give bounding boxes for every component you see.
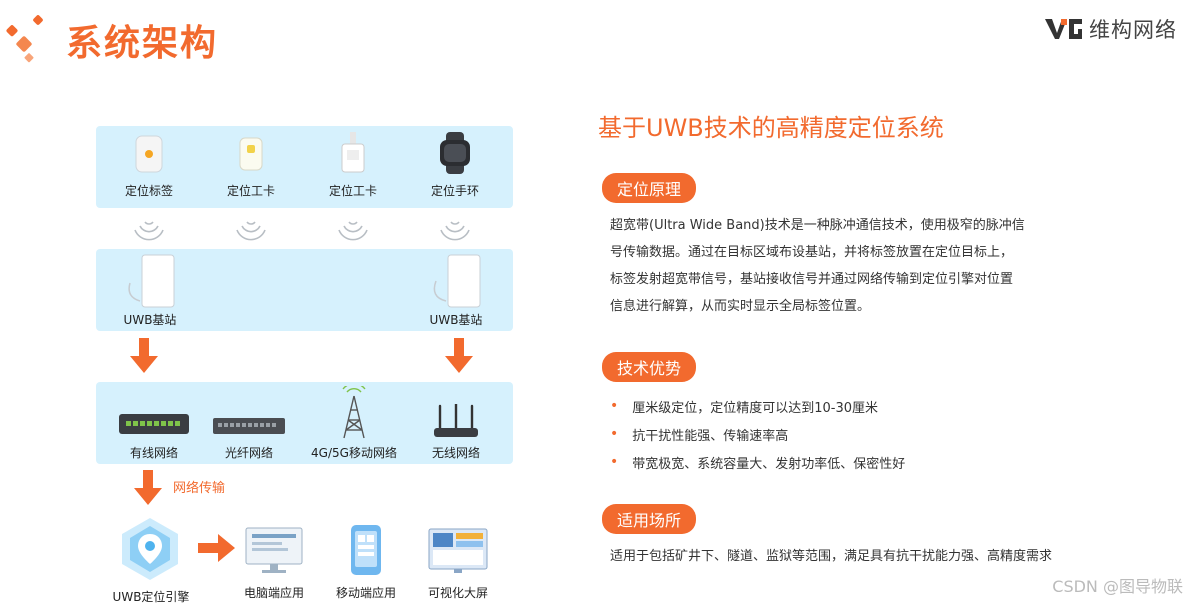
advantage-text: 抗干扰性能强、传输速率高 bbox=[632, 425, 788, 444]
device-label: 定位工卡 bbox=[318, 182, 388, 199]
brand-logo-icon bbox=[1045, 15, 1083, 43]
bullet-icon: • bbox=[610, 398, 618, 414]
section-title-principle: 定位原理 bbox=[602, 173, 696, 203]
network-label: 光纤网络 bbox=[204, 444, 294, 461]
network-panel: 有线网络 光纤网络 4G/5G移动网络 无线网络 bbox=[96, 382, 513, 464]
device-label: 定位标签 bbox=[114, 182, 184, 199]
arrow-down-icon bbox=[129, 338, 159, 374]
device-lanyard-badge: 定位工卡 bbox=[318, 132, 388, 202]
mobile-icon bbox=[350, 524, 382, 576]
advantage-item: • 抗干扰性能强、传输速率高 bbox=[610, 420, 1030, 448]
network-wireless: 无线网络 bbox=[412, 386, 500, 460]
device-badge: 定位工卡 bbox=[216, 132, 286, 202]
section-title-scenarios: 适用场所 bbox=[602, 504, 696, 534]
principle-line: 标签发射超宽带信号，基站接收信号并通过网络传输到定位引擎对位置 bbox=[610, 266, 1110, 293]
network-mobile: 4G/5G移动网络 bbox=[302, 384, 406, 460]
principle-line: 信息进行解算，从而实时显示全局标签位置。 bbox=[610, 293, 1110, 320]
location-engine-icon bbox=[118, 516, 182, 582]
advantage-text: 带宽极宽、系统容量大、发射功率低、保密性好 bbox=[632, 453, 905, 472]
advantage-item: • 带宽极宽、系统容量大、发射功率低、保密性好 bbox=[610, 448, 1030, 476]
app-label: 可视化大屏 bbox=[420, 584, 496, 601]
device-smartwatch: 定位手环 bbox=[420, 132, 490, 202]
arrow-down-icon bbox=[133, 470, 163, 506]
arrow-right-icon bbox=[198, 533, 236, 563]
network-label: 4G/5G移动网络 bbox=[302, 444, 406, 461]
device-label: 定位工卡 bbox=[216, 182, 286, 199]
network-wired: 有线网络 bbox=[110, 386, 200, 460]
advantage-item: • 厘米级定位，定位精度可以达到10-30厘米 bbox=[610, 392, 1030, 420]
router-icon bbox=[432, 404, 480, 440]
lanyard-badge-icon bbox=[340, 132, 366, 174]
network-fiber: 光纤网络 bbox=[204, 386, 294, 460]
bullet-icon: • bbox=[610, 454, 618, 470]
fiber-switch-icon bbox=[212, 416, 286, 438]
logo-mark bbox=[4, 10, 56, 68]
base-station-right: UWB基站 bbox=[414, 253, 504, 327]
advantages-list: • 厘米级定位，定位精度可以达到10-30厘米 • 抗干扰性能强、传输速率高 • 带宽… bbox=[610, 392, 1030, 476]
signal-waves-icon bbox=[96, 212, 513, 242]
transfer-label: 网络传输 bbox=[173, 477, 225, 496]
smartwatch-icon bbox=[435, 132, 475, 174]
monitor-icon bbox=[244, 526, 304, 574]
cell-tower-icon bbox=[338, 386, 370, 440]
base-station-panel: UWB基站 UWB基站 bbox=[96, 249, 513, 331]
base-station-label: UWB基站 bbox=[414, 311, 498, 328]
devices-panel: 定位标签 定位工卡 定位工卡 定位手环 bbox=[96, 126, 513, 208]
scenarios-text: 适用于包括矿井下、隧道、监狱等范围，满足具有抗干扰能力强、高精度需求 bbox=[610, 543, 1170, 570]
antenna-icon bbox=[426, 253, 486, 309]
network-label: 无线网络 bbox=[412, 444, 500, 461]
app-label: 移动端应用 bbox=[328, 584, 404, 601]
arrow-down-icon bbox=[444, 338, 474, 374]
switch-icon bbox=[118, 412, 190, 438]
badge-icon bbox=[238, 136, 264, 172]
principle-text: 超宽带(Ultra Wide Band)技术是一种脉冲通信技术，使用极窄的脉冲信… bbox=[610, 212, 1110, 320]
tag-icon bbox=[134, 134, 164, 174]
watermark: CSDN @图导物联 bbox=[1052, 573, 1183, 597]
antenna-icon bbox=[124, 253, 184, 309]
positioning-engine: UWB定位引擎 bbox=[104, 516, 198, 605]
dashboard-icon bbox=[428, 528, 488, 574]
principle-line: 号传输数据。通过在目标区域布设基站，并将标签放置在定位目标上， bbox=[610, 239, 1110, 266]
bullet-icon: • bbox=[610, 426, 618, 442]
app-label: 电脑端应用 bbox=[236, 584, 312, 601]
brand: 维构网络 bbox=[1045, 14, 1177, 44]
page-title: 系统架构 bbox=[66, 14, 218, 66]
device-tag: 定位标签 bbox=[114, 132, 184, 202]
base-station-left: UWB基站 bbox=[110, 253, 200, 327]
info-heading: 基于UWB技术的高精度定位系统 bbox=[598, 108, 944, 143]
brand-name: 维构网络 bbox=[1089, 14, 1177, 44]
principle-line: 超宽带(Ultra Wide Band)技术是一种脉冲通信技术，使用极窄的脉冲信 bbox=[610, 212, 1110, 239]
base-station-label: UWB基站 bbox=[110, 311, 190, 328]
engine-label: UWB定位引擎 bbox=[104, 588, 198, 605]
app-mobile: 移动端应用 bbox=[328, 522, 404, 602]
app-desktop: 电脑端应用 bbox=[236, 522, 312, 602]
device-label: 定位手环 bbox=[420, 182, 490, 199]
network-label: 有线网络 bbox=[110, 444, 198, 461]
app-dashboard: 可视化大屏 bbox=[420, 522, 496, 602]
advantage-text: 厘米级定位，定位精度可以达到10-30厘米 bbox=[632, 397, 878, 416]
section-title-advantages: 技术优势 bbox=[602, 352, 696, 382]
